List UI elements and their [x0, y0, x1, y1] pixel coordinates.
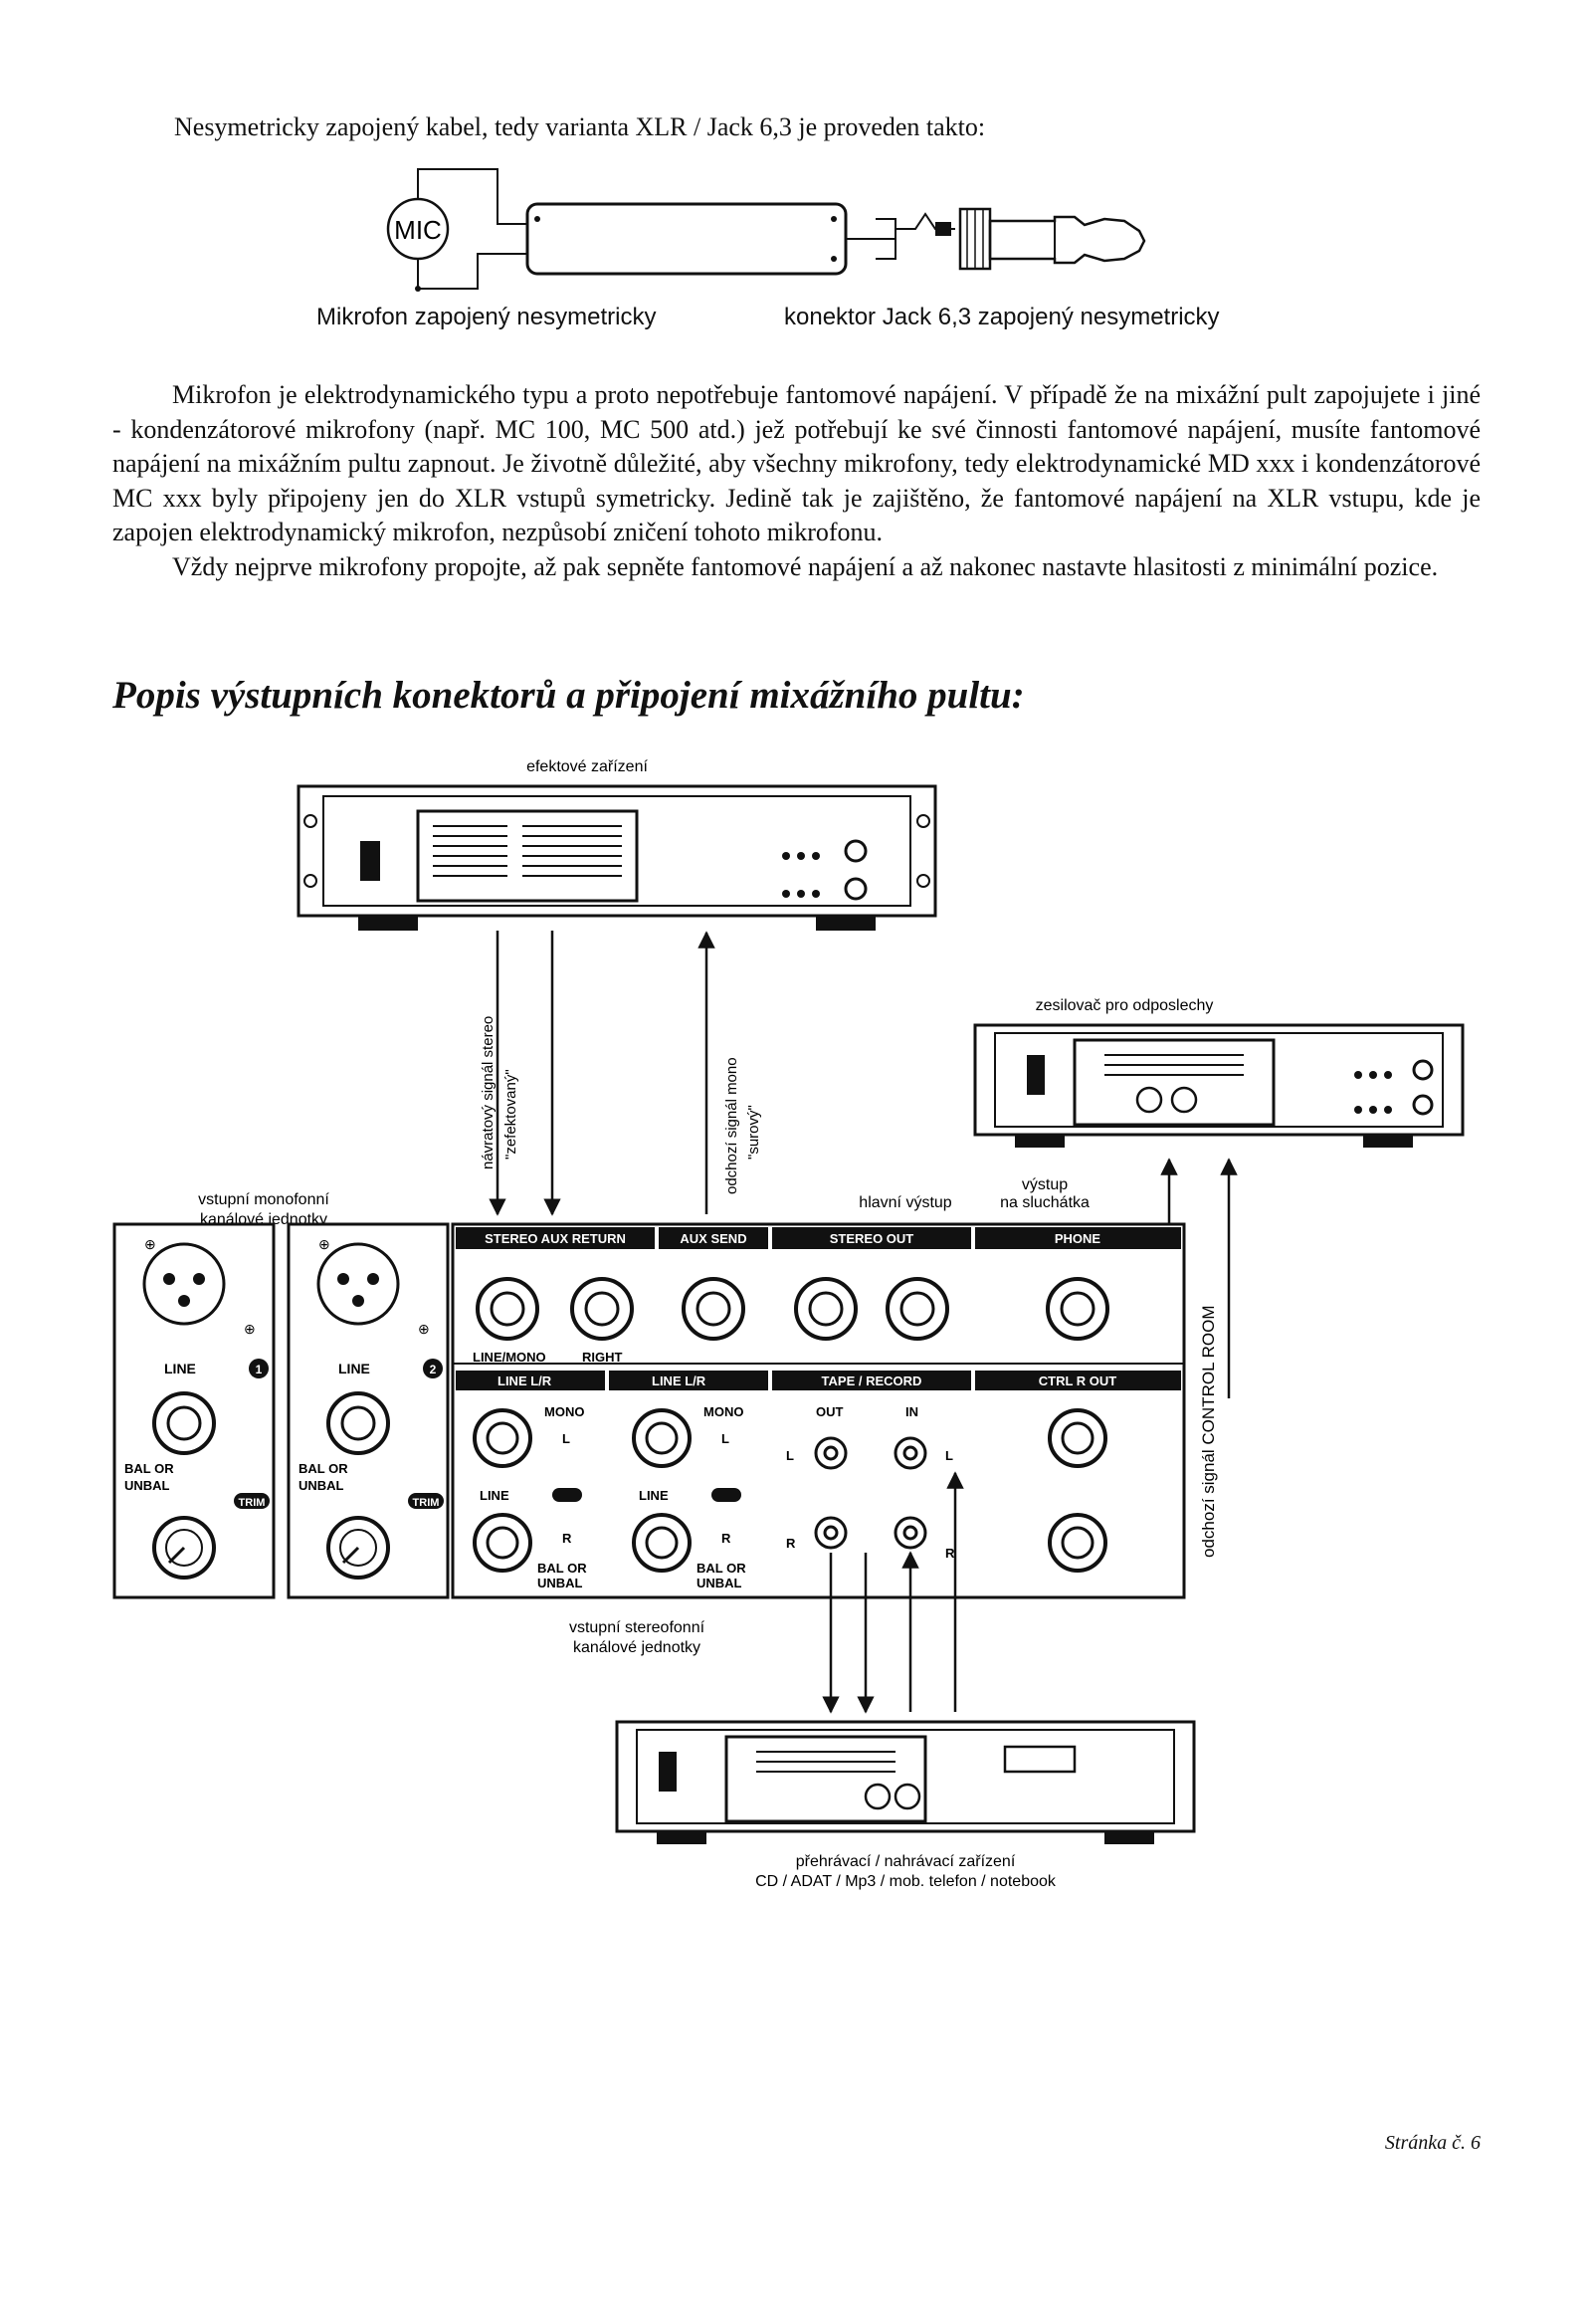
- mono-channel-1: ⊕ ⊕ LINE 1 BAL OR UNBAL TRIM: [112, 1222, 276, 1599]
- caption-mic: Mikrofon zapojený nesymetricky: [316, 304, 657, 330]
- mono-channel-2: ⊕ ⊕ LINE 2 BAL OR UNBAL TRIM: [287, 1222, 450, 1599]
- svg-text:LINE: LINE: [639, 1488, 669, 1503]
- svg-text:TRIM: TRIM: [239, 1497, 266, 1509]
- svg-text:LINE L/R: LINE L/R: [498, 1373, 552, 1388]
- player-label: přehrávací / nahrávací zařízení: [796, 1853, 1016, 1870]
- svg-text:UNBAL: UNBAL: [124, 1478, 170, 1493]
- effects-device-label: efektové zařízení: [526, 758, 648, 775]
- svg-text:RIGHT: RIGHT: [582, 1350, 623, 1365]
- main-out-label: hlavní výstup: [859, 1194, 951, 1211]
- wire-top: [417, 168, 527, 225]
- svg-text:R: R: [721, 1531, 731, 1546]
- svg-text:⊕: ⊕: [144, 1236, 156, 1252]
- svg-text:"zefektovaný": "zefektovaný": [502, 1069, 519, 1160]
- cable-wiring-diagram: MIC: [386, 168, 1146, 292]
- monitor-amp-label: zesilovač pro odposlechy: [1036, 997, 1214, 1014]
- page-number: Stránka č. 6: [1384, 2132, 1481, 2154]
- paragraph: Mikrofon je elektrodynamického typu a pr…: [112, 380, 1481, 546]
- svg-text:LINE/MONO: LINE/MONO: [473, 1350, 546, 1365]
- svg-text:L: L: [786, 1448, 794, 1463]
- svg-text:LINE: LINE: [338, 1361, 370, 1376]
- svg-text:CTRL R OUT: CTRL R OUT: [1039, 1373, 1117, 1388]
- svg-text:LINE L/R: LINE L/R: [652, 1373, 706, 1388]
- paragraph: Vždy nejprve mikrofony propojte, až pak …: [172, 551, 1439, 581]
- svg-text:⊕: ⊕: [418, 1321, 430, 1337]
- svg-text:AUX SEND: AUX SEND: [680, 1231, 746, 1246]
- svg-text:STEREO OUT: STEREO OUT: [830, 1231, 914, 1246]
- caption-jack: konektor Jack 6,3 zapojený nesymetricky: [784, 304, 1220, 330]
- svg-text:MONO: MONO: [544, 1404, 584, 1419]
- svg-text:IN: IN: [905, 1404, 918, 1419]
- svg-text:⊕: ⊕: [318, 1236, 330, 1252]
- svg-text:MONO: MONO: [703, 1404, 743, 1419]
- svg-text:R: R: [562, 1531, 572, 1546]
- svg-text:TRIM: TRIM: [413, 1497, 440, 1509]
- stereo-units-label: vstupní stereofonní: [569, 1619, 705, 1636]
- svg-text:OUT: OUT: [816, 1404, 844, 1419]
- wire-bottom: [417, 253, 527, 290]
- svg-text:LINE: LINE: [164, 1361, 196, 1376]
- svg-text:UNBAL: UNBAL: [537, 1576, 583, 1590]
- svg-text:L: L: [562, 1431, 570, 1446]
- mic-label: MIC: [394, 215, 442, 245]
- svg-text:R: R: [945, 1546, 955, 1561]
- jack-plug: [988, 215, 1146, 265]
- svg-text:TAPE / RECORD: TAPE / RECORD: [822, 1373, 922, 1388]
- effects-device: [297, 784, 937, 931]
- svg-text:STEREO AUX RETURN: STEREO AUX RETURN: [485, 1231, 626, 1246]
- svg-text:CD / ADAT / Mp3 / mob. telefon: CD / ADAT / Mp3 / mob. telefon / noteboo…: [755, 1873, 1057, 1890]
- svg-text:na sluchátka: na sluchátka: [1000, 1194, 1090, 1211]
- svg-text:2: 2: [430, 1363, 437, 1376]
- svg-text:PHONE: PHONE: [1055, 1231, 1101, 1246]
- output-panel: STEREO AUX RETURN AUX SEND STEREO OUT PH…: [451, 1222, 1186, 1599]
- svg-text:R: R: [786, 1536, 796, 1551]
- svg-text:BAL OR: BAL OR: [537, 1561, 587, 1576]
- svg-text:BAL OR: BAL OR: [298, 1461, 348, 1476]
- svg-text:1: 1: [256, 1363, 263, 1376]
- mono-units-label: vstupní monofonní: [198, 1191, 329, 1208]
- cable-body: [525, 202, 848, 276]
- phones-out-label: výstup: [1022, 1176, 1068, 1193]
- player-device: [615, 1720, 1196, 1844]
- svg-text:BAL OR: BAL OR: [696, 1561, 746, 1576]
- control-room-label: odchozí signál CONTROL ROOM: [1199, 1306, 1218, 1559]
- return-signal-label: návratový signál stereo: [480, 1016, 497, 1169]
- svg-text:L: L: [721, 1431, 729, 1446]
- body-text: Mikrofon je elektrodynamického typu a pr…: [112, 378, 1481, 584]
- svg-text:kanálové jednotky: kanálové jednotky: [573, 1639, 700, 1656]
- svg-text:⊕: ⊕: [244, 1321, 256, 1337]
- svg-text:UNBAL: UNBAL: [696, 1576, 742, 1590]
- svg-text:UNBAL: UNBAL: [298, 1478, 344, 1493]
- section-title: Popis výstupních konektorů a připojení m…: [112, 674, 1025, 717]
- monitor-amplifier: [973, 1023, 1465, 1148]
- svg-text:L: L: [945, 1448, 953, 1463]
- svg-text:BAL OR: BAL OR: [124, 1461, 174, 1476]
- intro-text: Nesymetricky zapojený kabel, tedy varian…: [174, 112, 986, 141]
- svg-text:LINE: LINE: [480, 1488, 509, 1503]
- svg-text:"surový": "surový": [745, 1105, 762, 1160]
- mixer-connection-diagram: efektové zařízení zesilovač pro odposlec…: [112, 758, 1465, 1890]
- send-signal-label: odchozí signál mono: [723, 1057, 740, 1194]
